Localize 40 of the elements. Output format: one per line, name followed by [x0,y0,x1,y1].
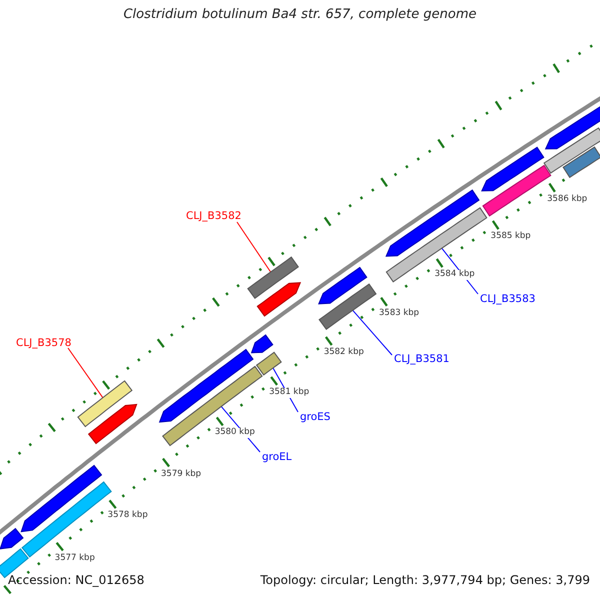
gene-bar [318,266,368,304]
scale-label: 3583 kbp [378,308,420,318]
gene-bar [247,256,299,299]
leader-line [68,348,104,398]
genome-info-text: Topology: circular; Length: 3,977,794 bp; Genes: 3,799 [260,574,590,588]
gene-bar [158,348,254,423]
scale-label: 3584 kbp [434,270,476,280]
scale-label: 3582 kbp [322,348,365,358]
gene-bar [20,464,102,532]
scale-label: 3581 kbp [268,388,310,398]
gene-bar [386,207,488,282]
gene-label: groES [300,411,330,424]
gene-bar [250,334,274,354]
scale-label: 3577 kbp [54,554,96,564]
leader-line [352,310,392,356]
gene-bar [162,366,263,446]
gene-bar [0,528,24,550]
gene-bar [385,189,480,257]
gene-label: CLJ_B3583 [480,293,536,306]
gene-label: CLJ_B3582 [186,210,242,222]
scale-label: 3578 kbp [106,511,149,522]
gene-bar [481,146,544,192]
scale-label: 3585 kbp [490,232,532,242]
gene-label: groEL [262,451,292,464]
gene-bar [88,404,138,444]
gene-label: CLJ_B3578 [16,337,72,350]
leader-line [236,222,272,272]
scale-label: 3586 kbp [546,194,588,204]
scale-label: 3580 kbp [214,428,256,438]
gene-bar [543,127,600,174]
diagram-title: Clostridium botulinum Ba4 str. 657, complete genome [122,8,478,23]
scale-label: 3579 kbp [160,470,202,480]
accession-text: Accession: NC_012658 [8,574,144,588]
gene-bar [77,380,133,428]
gene-bar [562,146,600,178]
gene-bar [256,282,302,317]
gene-label: CLJ_B3581 [394,353,450,366]
gene-bar [256,352,282,376]
gene-bar [318,283,377,330]
gene-bar [544,106,600,150]
